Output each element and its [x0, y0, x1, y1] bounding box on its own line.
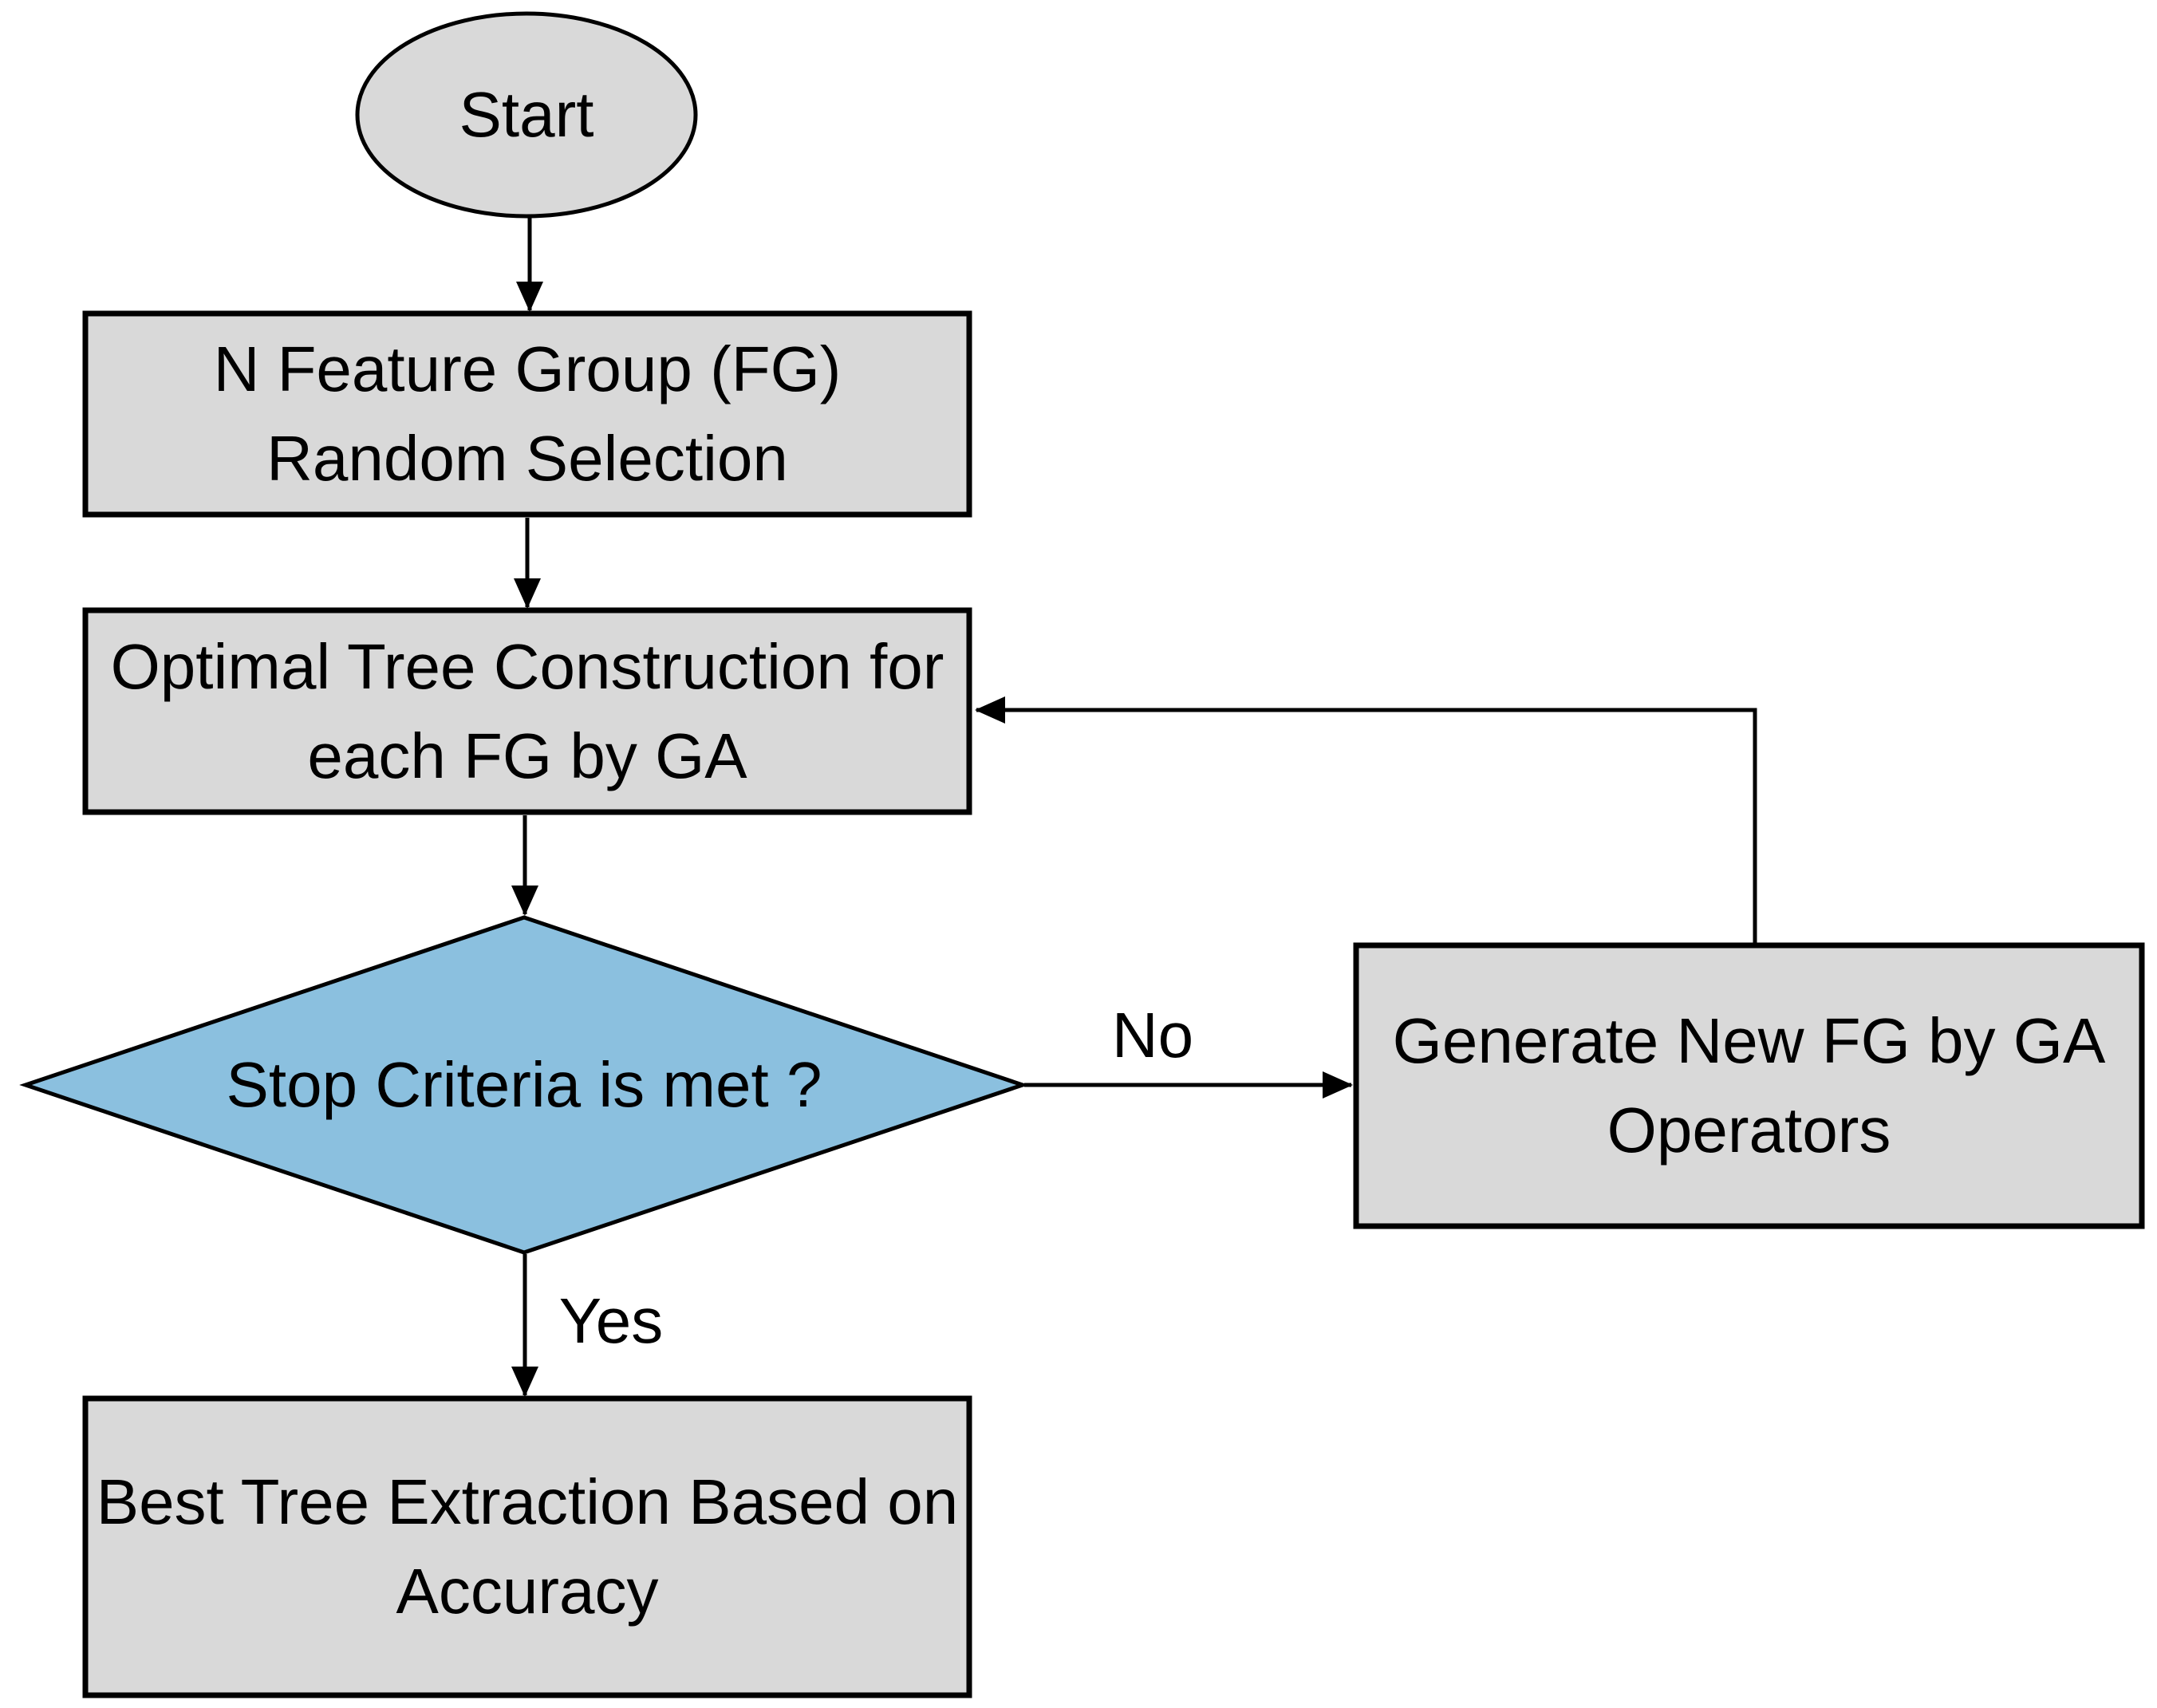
edge-generate-fg-feedback-to-tree-construction	[975, 696, 1757, 947]
stop-criteria-diamond	[19, 915, 1029, 1255]
fg-selection-box	[82, 310, 972, 518]
start-ellipse	[355, 11, 698, 219]
generate-fg-box	[1353, 942, 2145, 1229]
best-tree-box	[82, 1395, 972, 1698]
tree-construction-box	[82, 607, 972, 815]
